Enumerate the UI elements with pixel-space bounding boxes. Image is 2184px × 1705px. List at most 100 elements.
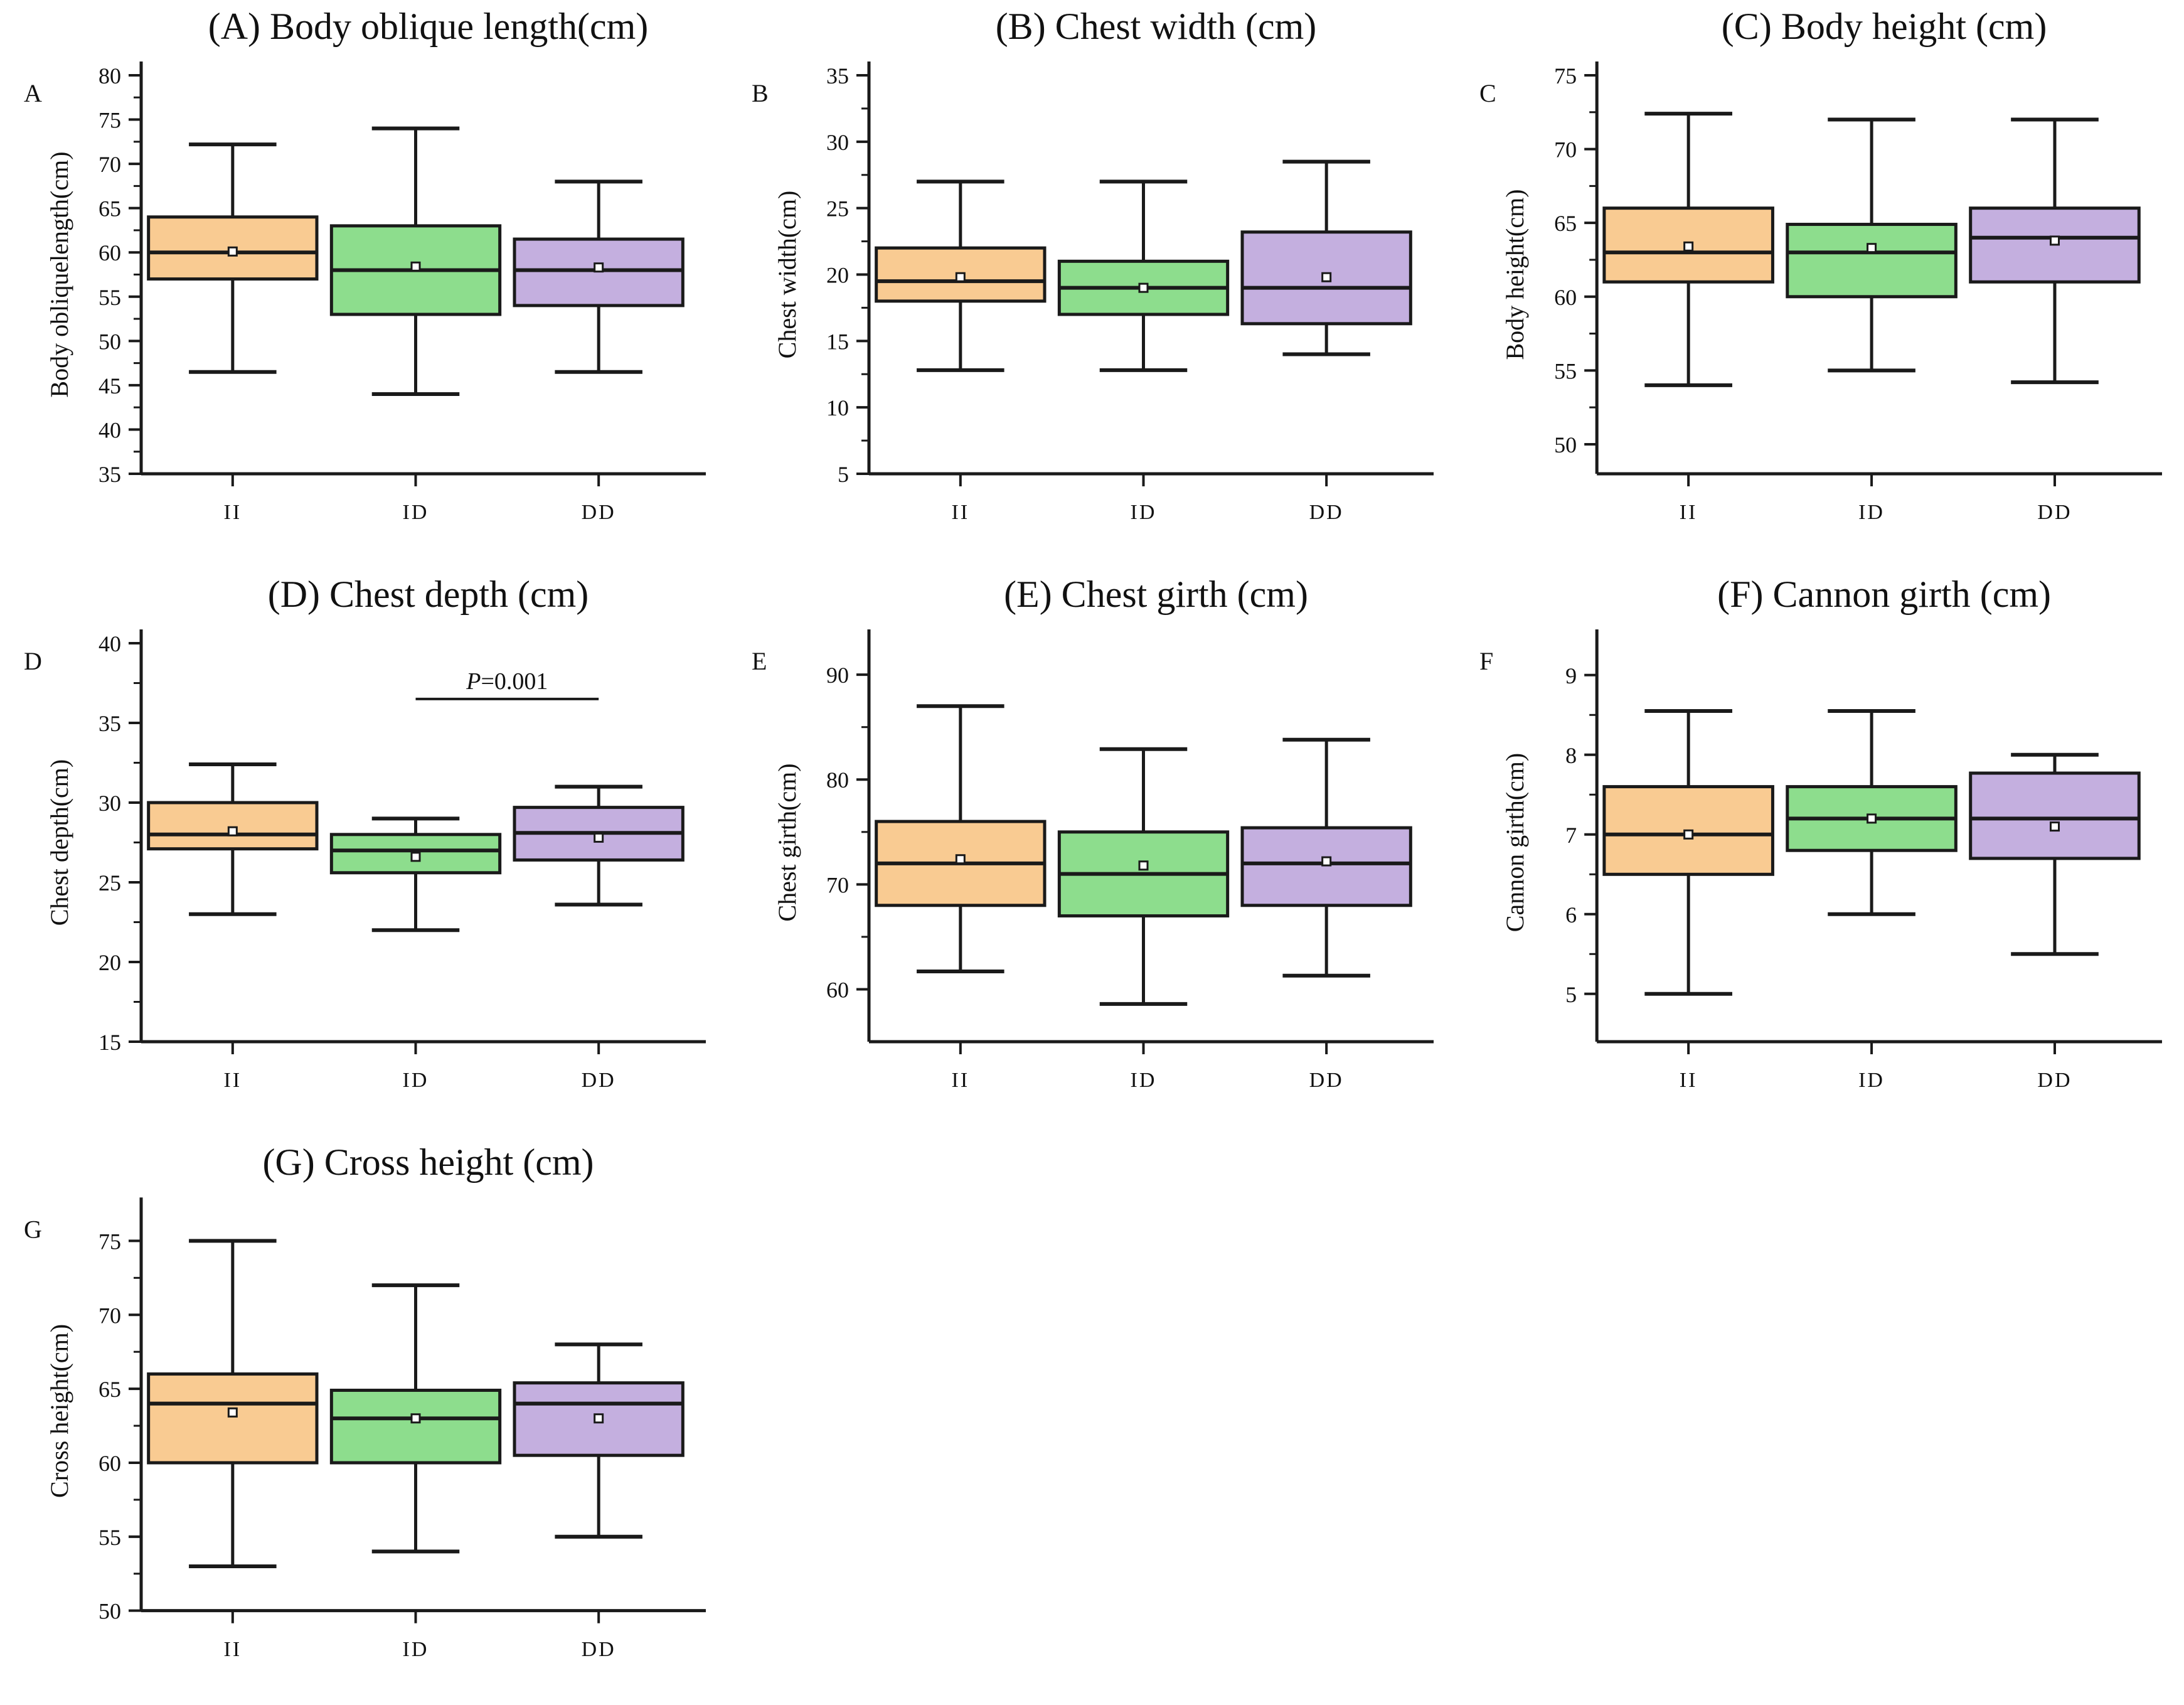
y-tick-label: 35 <box>99 711 121 736</box>
y-tick-label: 15 <box>826 329 849 354</box>
panel-title: (E) Chest girth (cm) <box>1004 574 1308 615</box>
y-tick-label: 50 <box>1554 432 1577 457</box>
y-tick-label: 9 <box>1565 663 1577 688</box>
mean-marker <box>594 1413 604 1424</box>
y-tick-label: 30 <box>826 130 849 155</box>
y-tick-label: 25 <box>99 870 121 895</box>
y-tick-label: 20 <box>826 263 849 288</box>
y-tick-label: 50 <box>99 329 121 354</box>
box-rect <box>329 1388 502 1465</box>
x-tick-label-ID: ID <box>403 501 429 524</box>
panel-letter: F <box>1479 647 1493 675</box>
y-tick-label: 8 <box>1565 743 1577 768</box>
x-tick-label-II: II <box>224 1638 242 1661</box>
panel-title: (F) Cannon girth (cm) <box>1717 574 2051 615</box>
y-tick-label: 55 <box>99 285 121 310</box>
y-tick-label: 75 <box>99 108 121 133</box>
box-group-II <box>147 1239 319 1568</box>
box-group-DD <box>513 1342 684 1539</box>
box-rect <box>1240 826 1412 907</box>
mean-marker <box>594 262 604 273</box>
y-tick-label: 10 <box>826 395 849 420</box>
x-tick-label-ID: ID <box>1858 1069 1885 1092</box>
boxplot-A: (A) Body oblique length(cm)A354045505560… <box>24 6 706 524</box>
mean-marker <box>1138 282 1149 293</box>
y-tick-label: 60 <box>99 240 121 265</box>
panel-letter: A <box>24 79 42 107</box>
mean-marker <box>1867 813 1877 824</box>
mean-marker <box>1683 829 1694 840</box>
y-tick-label: 90 <box>826 663 849 688</box>
y-tick-label: 65 <box>99 196 121 222</box>
y-tick-label: 55 <box>1554 358 1577 383</box>
box-group-ID <box>1786 117 1958 373</box>
panel-title: (D) Chest depth (cm) <box>268 574 589 615</box>
panel-blank-2 <box>1456 1136 2184 1705</box>
y-tick-label: 5 <box>1565 982 1577 1007</box>
y-tick-label: 50 <box>99 1599 121 1624</box>
mean-marker <box>1867 243 1877 254</box>
y-tick-label: 6 <box>1565 902 1577 927</box>
y-tick-label: 70 <box>826 872 849 897</box>
x-tick-label-DD: DD <box>1309 1069 1344 1092</box>
y-tick-label: 45 <box>99 373 121 398</box>
y-tick-label: 80 <box>99 63 121 88</box>
mean-marker <box>1321 856 1332 867</box>
box-group-ID <box>329 816 502 933</box>
panel-title: (A) Body oblique length(cm) <box>208 6 649 47</box>
panel-blank-1 <box>728 1136 1456 1705</box>
mean-marker <box>227 826 238 836</box>
panel-letter: D <box>24 647 42 675</box>
mean-marker <box>1683 241 1694 252</box>
panel-letter: C <box>1479 79 1496 107</box>
y-tick-label: 60 <box>99 1451 121 1476</box>
y-tick-label: 40 <box>99 417 121 442</box>
panel-letter: B <box>752 79 769 107</box>
y-tick-label: 60 <box>826 977 849 1002</box>
panel-letter: E <box>752 647 767 675</box>
y-tick-label: 20 <box>99 950 121 975</box>
mean-marker <box>227 246 238 257</box>
boxplot-G: (G) Cross height (cm)G505560657075Cross … <box>24 1141 706 1661</box>
mean-marker <box>410 261 421 272</box>
box-group-ID <box>1057 179 1230 372</box>
box-group-II <box>875 704 1047 974</box>
box-group-II <box>1602 112 1774 387</box>
box-group-II <box>1602 708 1774 996</box>
y-tick-label: 55 <box>99 1525 121 1550</box>
box-group-DD <box>1240 737 1412 978</box>
x-tick-label-II: II <box>1680 501 1698 524</box>
box-group-ID <box>329 1283 502 1554</box>
y-tick-label: 70 <box>99 1303 121 1328</box>
box-group-DD <box>1969 117 2141 385</box>
mean-marker <box>1321 272 1332 282</box>
box-group-ID <box>1057 747 1230 1006</box>
box-group-DD <box>1240 159 1412 356</box>
y-tick-label: 75 <box>1554 63 1577 88</box>
y-tick-label: 80 <box>826 767 849 793</box>
y-tick-label: 5 <box>838 462 849 487</box>
mean-marker <box>594 832 604 843</box>
box-rect <box>513 237 684 307</box>
y-tick-label: 40 <box>99 631 121 656</box>
panel-title: (G) Cross height (cm) <box>262 1141 594 1183</box>
y-axis-label: Body obliquelength(cm) <box>45 151 73 397</box>
y-tick-label: 60 <box>1554 285 1577 310</box>
x-tick-label-DD: DD <box>582 1638 616 1661</box>
x-tick-label-ID: ID <box>1131 1069 1157 1092</box>
p-value-label: P=0.001 <box>466 668 548 695</box>
y-tick-label: 70 <box>99 152 121 177</box>
y-tick-label: 7 <box>1565 823 1577 848</box>
box-group-DD <box>513 784 684 907</box>
y-axis-label: Cross height(cm) <box>45 1324 73 1498</box>
y-tick-label: 25 <box>826 196 849 222</box>
x-tick-label-ID: ID <box>403 1069 429 1092</box>
